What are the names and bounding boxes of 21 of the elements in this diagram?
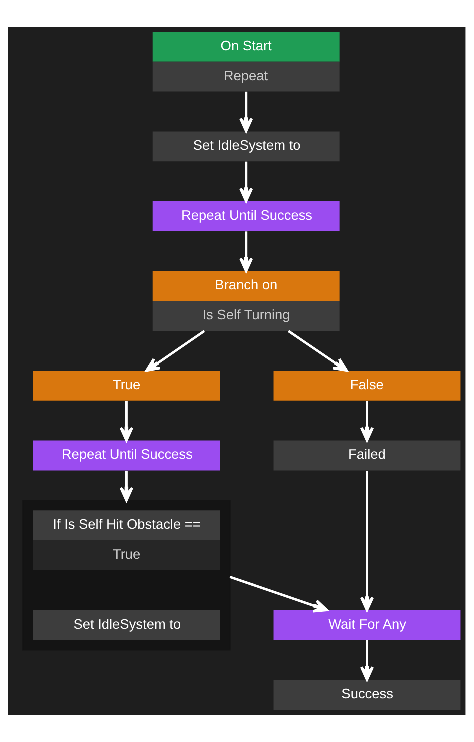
node-box: Success — [274, 680, 461, 710]
node-box: False — [274, 371, 461, 401]
arrow — [240, 232, 254, 272]
arrow — [120, 470, 134, 502]
arrow — [360, 471, 374, 612]
arrow — [146, 330, 206, 372]
arrow — [240, 92, 254, 133]
arrow — [360, 640, 374, 682]
node-box: Wait For Any — [274, 610, 461, 640]
arrow — [240, 162, 254, 203]
node-box: Failed — [274, 440, 461, 471]
cluster — [22, 500, 231, 651]
arrow — [230, 576, 328, 613]
node-box: Set IdleSystem to — [152, 132, 340, 162]
node-box: Set IdleSystem to — [33, 610, 220, 640]
node-box: Repeat Until Success — [152, 202, 340, 232]
node-box: Repeat Until Success — [33, 440, 220, 471]
arrow — [288, 330, 348, 372]
arrow — [360, 401, 374, 442]
arrow — [120, 401, 134, 442]
node-box: True — [33, 371, 220, 401]
